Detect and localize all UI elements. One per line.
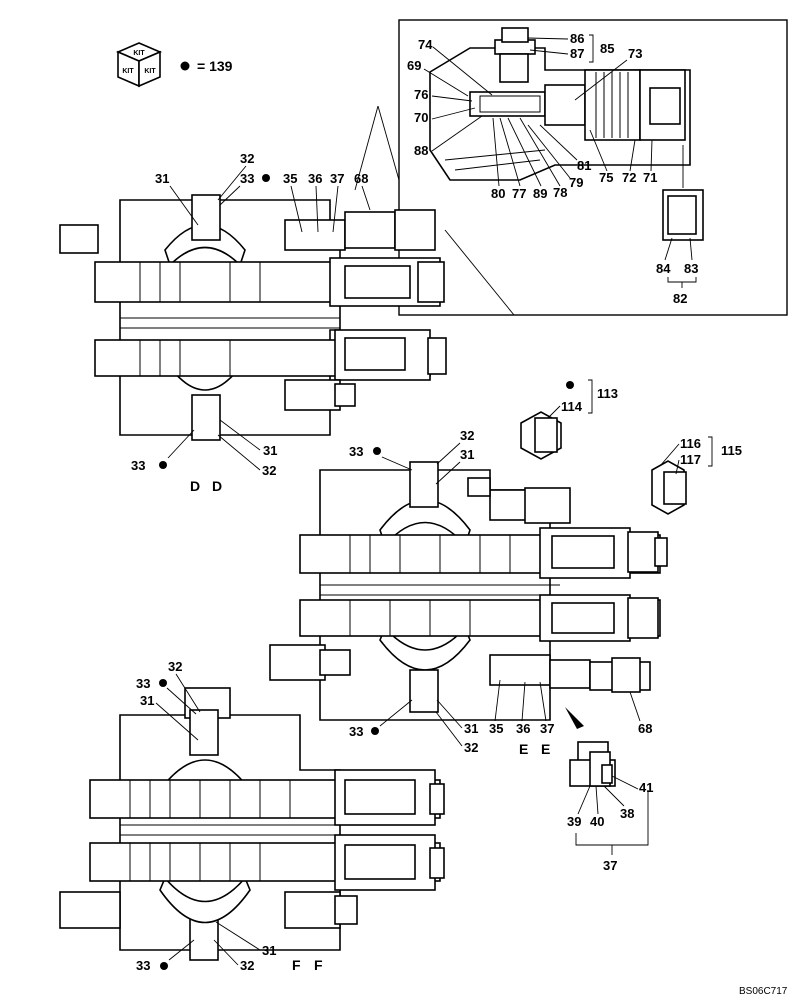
callout-31: 31 — [155, 171, 169, 186]
callout-113: 113 — [597, 386, 618, 401]
view-label-f: F — [314, 957, 323, 973]
callout-76: 76 — [414, 87, 428, 102]
callout-79: 79 — [569, 175, 583, 190]
callout-117: 117 — [680, 452, 701, 467]
kit-bullet-icon — [566, 381, 574, 389]
callout-89: 89 — [533, 186, 547, 201]
callout-31: 31 — [460, 447, 474, 462]
kit-face-top: KIT — [133, 50, 145, 57]
callout-115: 115 — [721, 443, 742, 458]
view-label-d: D — [190, 478, 200, 494]
callout-33: 33 — [349, 444, 363, 459]
callout-75: 75 — [599, 170, 613, 185]
inset-callouts: 74 69 76 70 88 86 87 85 73 81 79 78 89 7… — [407, 31, 698, 306]
view-label-e: E — [541, 741, 550, 757]
callout-33: 33 — [136, 958, 150, 973]
relief-valve-detail-inset — [354, 19, 788, 316]
kit-bullet-icon — [373, 447, 381, 455]
callout-77: 77 — [512, 186, 526, 201]
kit-bullet-icon — [180, 61, 190, 71]
kit-face-left: KIT — [122, 68, 134, 75]
callout-41: 41 — [639, 780, 653, 795]
view-f-callouts: 32 33 31 31 33 32 F F — [136, 659, 323, 973]
callout-68: 68 — [638, 721, 652, 736]
kit-bullet-icon — [262, 174, 270, 182]
valve-section-d-d — [59, 194, 447, 441]
callout-80: 80 — [491, 186, 505, 201]
kit-bullet-icon — [159, 679, 167, 687]
callout-81: 81 — [577, 158, 591, 173]
view-label-e: E — [519, 741, 528, 757]
callout-72: 72 — [622, 170, 636, 185]
callout-68: 68 — [354, 171, 368, 186]
callout-84: 84 — [656, 261, 671, 276]
callout-33: 33 — [131, 458, 145, 473]
callout-87: 87 — [570, 46, 584, 61]
callout-83: 83 — [684, 261, 698, 276]
callout-38: 38 — [620, 806, 634, 821]
kit-bullet-icon — [371, 727, 379, 735]
drawing-code: BS06C717 — [739, 986, 788, 997]
callout-85: 85 — [600, 41, 614, 56]
callout-69: 69 — [407, 58, 421, 73]
kit-box-icon: KIT KIT KIT — [115, 42, 163, 88]
plug-113 — [520, 411, 562, 460]
callout-37: 37 — [603, 858, 617, 873]
callout-82: 82 — [673, 291, 687, 306]
callout-116: 116 — [680, 436, 701, 451]
valve-section-f-f — [59, 687, 445, 961]
callout-36: 36 — [516, 721, 530, 736]
callout-88: 88 — [414, 143, 428, 158]
callout-32: 32 — [240, 151, 254, 166]
callout-31: 31 — [464, 721, 478, 736]
callout-32: 32 — [240, 958, 254, 973]
callout-78: 78 — [553, 185, 567, 200]
callout-31: 31 — [263, 443, 277, 458]
callout-32: 32 — [262, 463, 276, 478]
callout-33: 33 — [240, 171, 254, 186]
kit-face-right: KIT — [144, 68, 156, 75]
callout-37: 37 — [540, 721, 554, 736]
callout-37: 37 — [330, 171, 344, 186]
callout-36: 36 — [308, 171, 322, 186]
callout-74: 74 — [418, 37, 433, 52]
kit-legend: KIT KIT KIT = 139 — [115, 42, 233, 88]
view-label-f: F — [292, 957, 301, 973]
kit-bullet-icon — [160, 962, 168, 970]
callout-32: 32 — [464, 740, 478, 755]
view-e-callouts: 114 113 116 117 115 33 32 31 33 35 36 37… — [349, 379, 742, 757]
callout-40: 40 — [590, 814, 604, 829]
part-37-detail: 41 38 39 40 37 — [567, 741, 653, 873]
valve-section-e-e — [269, 411, 687, 721]
view-d-callouts: 32 31 33 35 36 37 68 33 31 32 D D — [131, 151, 371, 494]
callout-32: 32 — [168, 659, 182, 674]
callout-86: 86 — [570, 31, 584, 46]
callout-114: 114 — [561, 399, 583, 414]
callout-71: 71 — [643, 170, 657, 185]
callout-32: 32 — [460, 428, 474, 443]
callout-73: 73 — [628, 46, 642, 61]
callout-31: 31 — [262, 943, 276, 958]
callout-33: 33 — [136, 676, 150, 691]
callout-33: 33 — [349, 724, 363, 739]
view-label-d: D — [212, 478, 222, 494]
callout-35: 35 — [489, 721, 503, 736]
arrow-icon — [565, 707, 584, 729]
callout-31: 31 — [140, 693, 154, 708]
callout-35: 35 — [283, 171, 297, 186]
plug-115 — [651, 460, 687, 515]
callout-70: 70 — [414, 110, 428, 125]
kit-bullet-icon — [159, 461, 167, 469]
kit-equals-label: = 139 — [197, 58, 233, 74]
callout-39: 39 — [567, 814, 581, 829]
